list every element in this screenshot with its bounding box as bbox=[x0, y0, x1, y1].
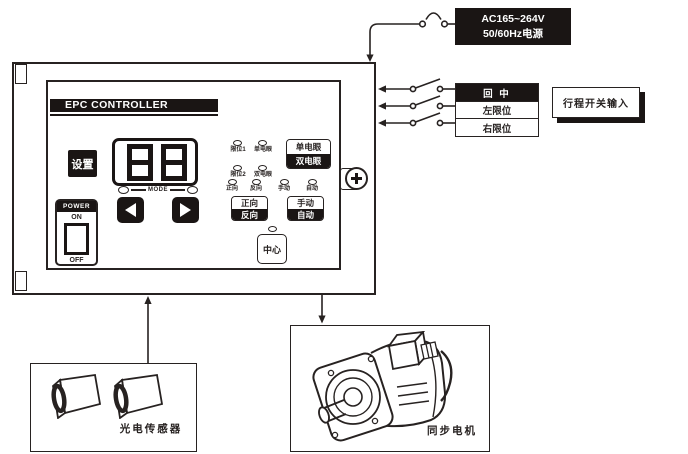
forward-led-icon bbox=[228, 179, 237, 185]
sensor-connection bbox=[144, 296, 152, 363]
eye-select-button[interactable]: 单电眼 双电眼 bbox=[286, 139, 331, 169]
power-supply-frequency: 50/60Hz电源 bbox=[482, 27, 544, 40]
mounting-ear-bottom-icon bbox=[15, 271, 27, 291]
mode-line-icon bbox=[170, 188, 185, 191]
single-eye-led-icon bbox=[258, 140, 267, 146]
mode-select-bottom-label: 自动 bbox=[288, 209, 323, 220]
manual-led-icon bbox=[280, 179, 289, 185]
power-switch[interactable]: POWER ON OFF bbox=[55, 199, 98, 266]
limit1-label: 限位1 bbox=[230, 147, 246, 153]
motor-icon bbox=[312, 331, 453, 442]
reverse-led-icon bbox=[252, 179, 261, 185]
mode-select-top-label: 手动 bbox=[288, 197, 323, 209]
photo-sensor-icon bbox=[51, 373, 102, 419]
mode-line-icon bbox=[131, 188, 146, 191]
left-arrow-icon bbox=[125, 203, 136, 217]
single-eye-label: 单电眼 bbox=[253, 147, 272, 153]
right-arrow-icon bbox=[180, 203, 191, 217]
mode-left-led-icon bbox=[118, 185, 129, 194]
power-on-label: ON bbox=[71, 213, 82, 221]
power-rocker-icon[interactable] bbox=[64, 223, 89, 255]
mode-indicator-row: MODE bbox=[114, 185, 202, 194]
power-supply-voltage: AC165~264V bbox=[481, 13, 545, 25]
limit1-led-icon bbox=[233, 140, 242, 146]
arrowhead-icon bbox=[144, 296, 152, 304]
eye-select-top-label: 单电眼 bbox=[287, 140, 330, 154]
direction-top-label: 正向 bbox=[232, 197, 267, 209]
arrowhead-icon bbox=[378, 102, 386, 110]
limit2-label: 限位2 bbox=[230, 172, 246, 178]
mode-label: MODE bbox=[148, 186, 168, 193]
set-button[interactable]: 设置 bbox=[68, 150, 97, 177]
limit-switch-left bbox=[378, 95, 455, 110]
mode-select-button[interactable]: 手动 自动 bbox=[287, 196, 324, 221]
power-breaker-arc-icon bbox=[425, 12, 442, 20]
power-wire bbox=[366, 12, 455, 62]
mounting-ear-top-icon bbox=[15, 64, 27, 84]
power-off-label: OFF bbox=[69, 256, 84, 264]
left-arrow-button[interactable] bbox=[117, 197, 144, 223]
right-arrow-button[interactable] bbox=[172, 197, 199, 223]
arrowhead-icon bbox=[378, 119, 386, 127]
switch-blade-icon bbox=[415, 112, 441, 123]
direction-button[interactable]: 正向 反向 bbox=[231, 196, 268, 221]
double-eye-led-icon bbox=[258, 165, 267, 171]
auto-led-icon bbox=[308, 179, 317, 185]
seven-segment-display: 88 bbox=[112, 138, 198, 186]
limit2-led-icon bbox=[233, 165, 242, 171]
center-led-icon bbox=[268, 226, 277, 232]
travel-switch-labels: 回 中 左限位 右限位 bbox=[455, 83, 539, 137]
reverse-label: 反向 bbox=[249, 186, 262, 192]
arrowhead-icon bbox=[378, 85, 386, 93]
forward-label: 正向 bbox=[225, 186, 238, 192]
direction-bottom-label: 反向 bbox=[232, 209, 267, 220]
limit-switch-home bbox=[378, 78, 455, 93]
center-button[interactable]: 中心 bbox=[257, 234, 287, 264]
power-supply-box: AC165~264V 50/60Hz电源 bbox=[455, 8, 571, 45]
panel-title: EPC CONTROLLER bbox=[50, 99, 218, 112]
eye-select-bottom-label: 双电眼 bbox=[287, 154, 330, 168]
display-digit bbox=[161, 144, 187, 181]
arrowhead-icon bbox=[318, 315, 326, 324]
switch-blade-icon bbox=[415, 95, 441, 106]
screw-icon[interactable] bbox=[345, 167, 368, 190]
auto-label: 自动 bbox=[305, 186, 318, 192]
motor-box: 同步电机 bbox=[290, 325, 490, 452]
photo-sensor-box: 光电传感器 bbox=[30, 363, 197, 452]
switch-blade-icon bbox=[415, 78, 441, 89]
display-digit bbox=[127, 144, 153, 181]
power-arrowhead-icon bbox=[366, 54, 374, 62]
title-underline bbox=[50, 114, 218, 116]
mode-right-led-icon bbox=[187, 185, 198, 194]
motor-connection bbox=[318, 295, 326, 324]
photo-sensor-icon bbox=[113, 373, 164, 419]
photo-sensor-label: 光电传感器 bbox=[119, 423, 183, 435]
manual-label: 手动 bbox=[277, 186, 290, 192]
travel-switch-input-caption: 行程开关输入 bbox=[552, 87, 640, 118]
double-eye-label: 双电眼 bbox=[253, 172, 272, 178]
motor-label: 同步电机 bbox=[427, 425, 477, 437]
limit-switch-right bbox=[378, 112, 455, 127]
switch-label-home: 回 中 bbox=[455, 83, 539, 102]
power-switch-header: POWER bbox=[57, 201, 96, 212]
switch-label-left-limit: 左限位 bbox=[455, 100, 539, 120]
switch-label-right-limit: 右限位 bbox=[455, 118, 539, 137]
